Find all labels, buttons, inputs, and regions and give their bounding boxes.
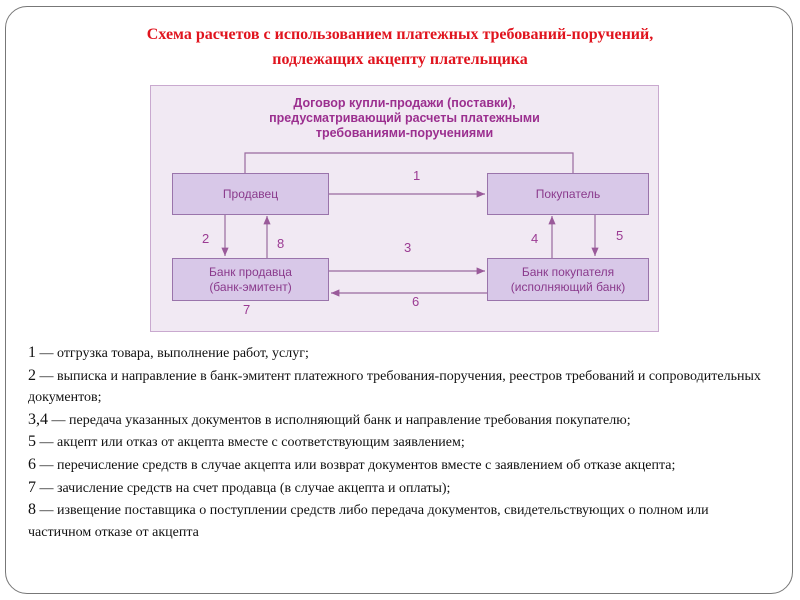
buyer-label: Покупатель <box>535 186 601 201</box>
seller-label: Продавец <box>222 186 279 201</box>
legend: 1 — отгрузка товара, выполнение работ, у… <box>28 342 768 543</box>
buyer-box: Покупатель <box>487 173 649 215</box>
step-4-label: 4 <box>531 231 539 246</box>
buyer-bank-label: Банк покупателя <box>521 264 615 279</box>
legend-text: — акцепт или отказ от акцепта вместе с с… <box>36 435 465 451</box>
contract-link-line <box>244 152 574 173</box>
legend-item: 8 — извещение поставщика о поступлении с… <box>28 499 768 543</box>
seller-box: Продавец <box>172 173 329 215</box>
step-8-label: 8 <box>277 236 285 251</box>
legend-item: 6 — перечисление средств в случае акцепт… <box>28 454 768 477</box>
contract-line: Договор купли-продажи (поставки), <box>293 96 516 110</box>
legend-number: 3,4 <box>28 410 48 428</box>
diagram-arrows <box>221 152 599 297</box>
legend-item: 5 — акцепт или отказ от акцепта вместе с… <box>28 431 768 454</box>
legend-item: 1 — отгрузка товара, выполнение работ, у… <box>28 342 768 365</box>
legend-text: — перечисление средств в случае акцепта … <box>36 457 676 473</box>
legend-text: — передача указанных документов в исполн… <box>48 412 631 428</box>
step-7-label: 7 <box>243 302 251 317</box>
buyer-bank-box: Банк покупателя(исполняющий банк) <box>487 258 649 301</box>
legend-number: 8 <box>28 501 36 519</box>
step-1-label: 1 <box>413 168 421 183</box>
legend-number: 5 <box>28 433 36 451</box>
legend-item: 3,4 — передача указанных документов в ис… <box>28 409 768 432</box>
slide-frame <box>5 6 793 594</box>
legend-number: 6 <box>28 455 36 473</box>
payment-scheme-diagram: Договор купли-продажи (поставки), предус… <box>150 85 659 332</box>
legend-item: 2 — выписка и направление в банк-эмитент… <box>28 365 768 409</box>
step-6-label: 6 <box>412 294 420 309</box>
title-line: подлежащих акцепту плательщика <box>272 51 528 68</box>
seller-bank-sublabel: (банк-эмитент) <box>209 279 292 294</box>
legend-text: — зачисление средств на счет продавца (в… <box>36 480 451 496</box>
seller-bank-box: Банк продавца(банк-эмитент) <box>172 258 329 301</box>
legend-number: 7 <box>28 478 36 496</box>
contract-line: предусматривающий расчеты платежными <box>269 111 540 125</box>
contract-line: требованиями-поручениями <box>315 126 494 140</box>
legend-text: — извещение поставщика о поступлении сре… <box>28 503 709 540</box>
legend-item: 7 — зачисление средств на счет продавца … <box>28 477 768 500</box>
legend-number: 2 <box>28 366 36 384</box>
legend-number: 1 <box>28 344 36 361</box>
step-2-label: 2 <box>202 231 210 246</box>
legend-text: — отгрузка товара, выполнение работ, усл… <box>36 346 309 361</box>
contract-label: Договор купли-продажи (поставки), предус… <box>151 96 658 141</box>
buyer-bank-sublabel: (исполняющий банк) <box>510 279 626 294</box>
step-5-label: 5 <box>616 228 624 243</box>
title-line: Схема расчетов с использованием платежны… <box>146 26 654 43</box>
legend-text: — выписка и направление в банк-эмитент п… <box>28 368 761 406</box>
seller-bank-label: Банк продавца <box>209 264 292 279</box>
step-3-label: 3 <box>404 240 412 255</box>
slide-title: Схема расчетов с использованием платежны… <box>0 22 800 72</box>
